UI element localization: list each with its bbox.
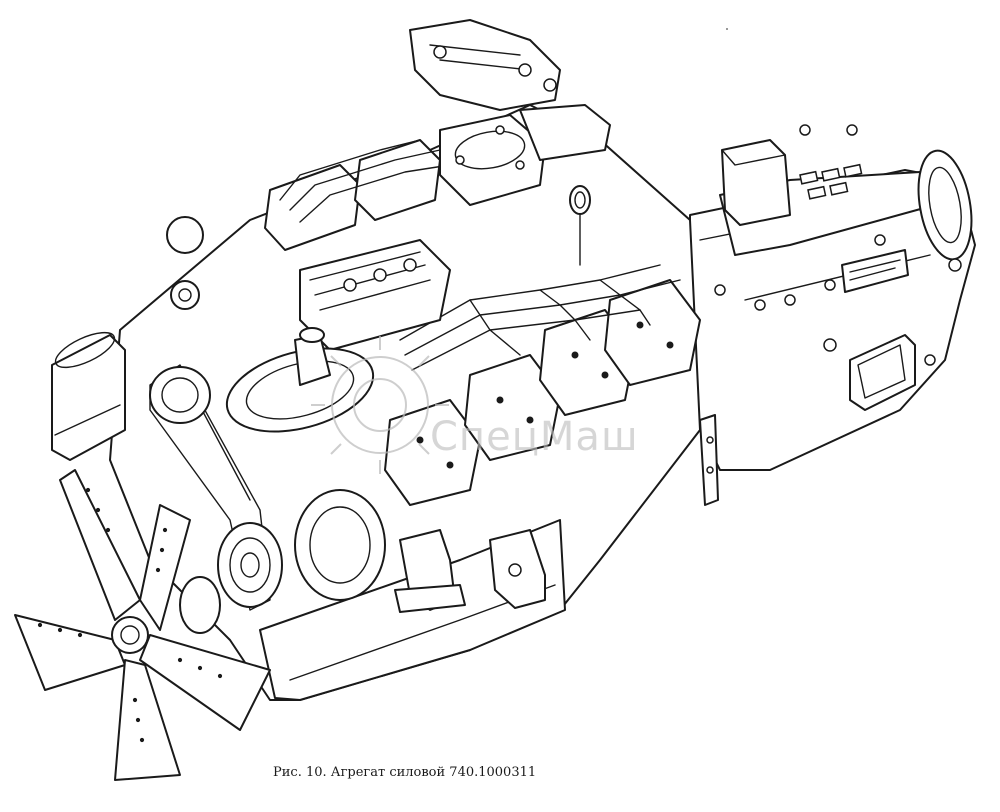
figure-caption: Рис. 10. Агрегат силовой 740.1000311 — [273, 765, 537, 780]
watermark-text: СпецМаш — [430, 414, 639, 460]
speck — [726, 28, 728, 30]
watermark-logo — [311, 336, 449, 474]
air-compressor — [409, 19, 611, 266]
cooling-fan — [14, 469, 271, 781]
front-accessories — [51, 216, 546, 634]
gearbox — [689, 124, 976, 471]
